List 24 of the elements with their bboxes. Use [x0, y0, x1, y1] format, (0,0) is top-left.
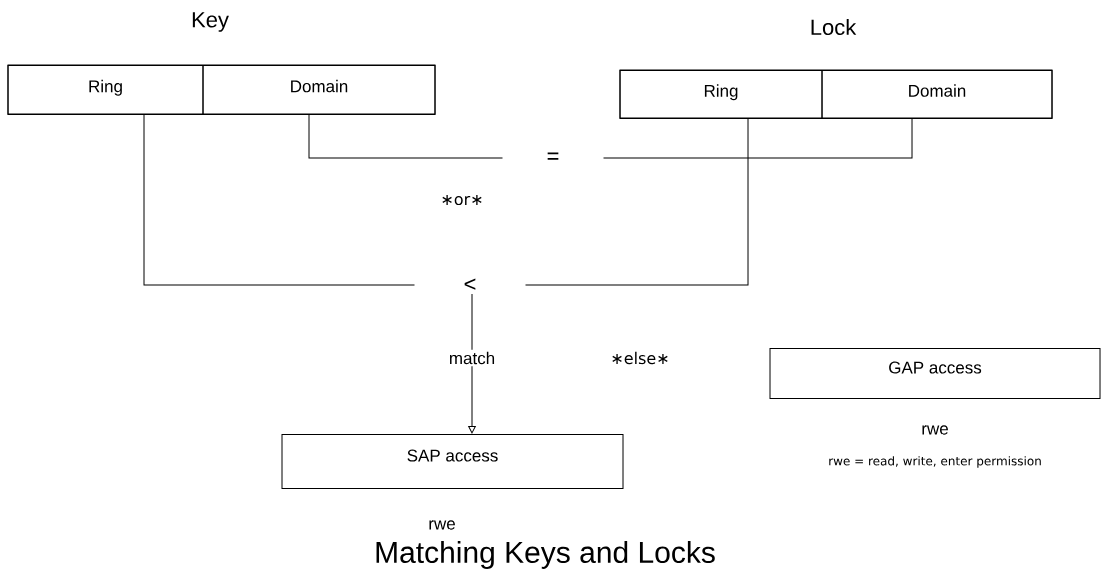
connector	[143, 114, 415, 286]
permission-text: rwe	[429, 520, 455, 530]
record-heading: Lock	[811, 18, 857, 36]
field-cell: Ring	[7, 65, 204, 115]
operator-symbol: <	[464, 278, 476, 290]
field-cell: Domain	[821, 70, 1053, 119]
field-cell: Ring	[619, 70, 823, 119]
record-box	[619, 18, 1053, 119]
caption: Matching Keys and Locks	[376, 541, 715, 569]
connector	[308, 114, 503, 159]
record-heading: Key	[192, 12, 229, 32]
access-box: SAP access	[281, 434, 624, 489]
edge-label: match	[450, 351, 495, 365]
connector	[468, 293, 476, 434]
connector	[603, 118, 913, 159]
record-box	[7, 12, 436, 115]
permission-text: rwe	[922, 425, 948, 435]
field-cell: Domain	[202, 65, 436, 115]
access-box: GAP access	[769, 348, 1101, 399]
note-text: rwe = read, write, enter permission	[829, 456, 1041, 468]
note-text: ∗or∗	[442, 194, 482, 206]
connector	[525, 118, 749, 286]
operator-symbol: =	[547, 152, 559, 160]
note-text: ∗else∗	[612, 351, 668, 365]
